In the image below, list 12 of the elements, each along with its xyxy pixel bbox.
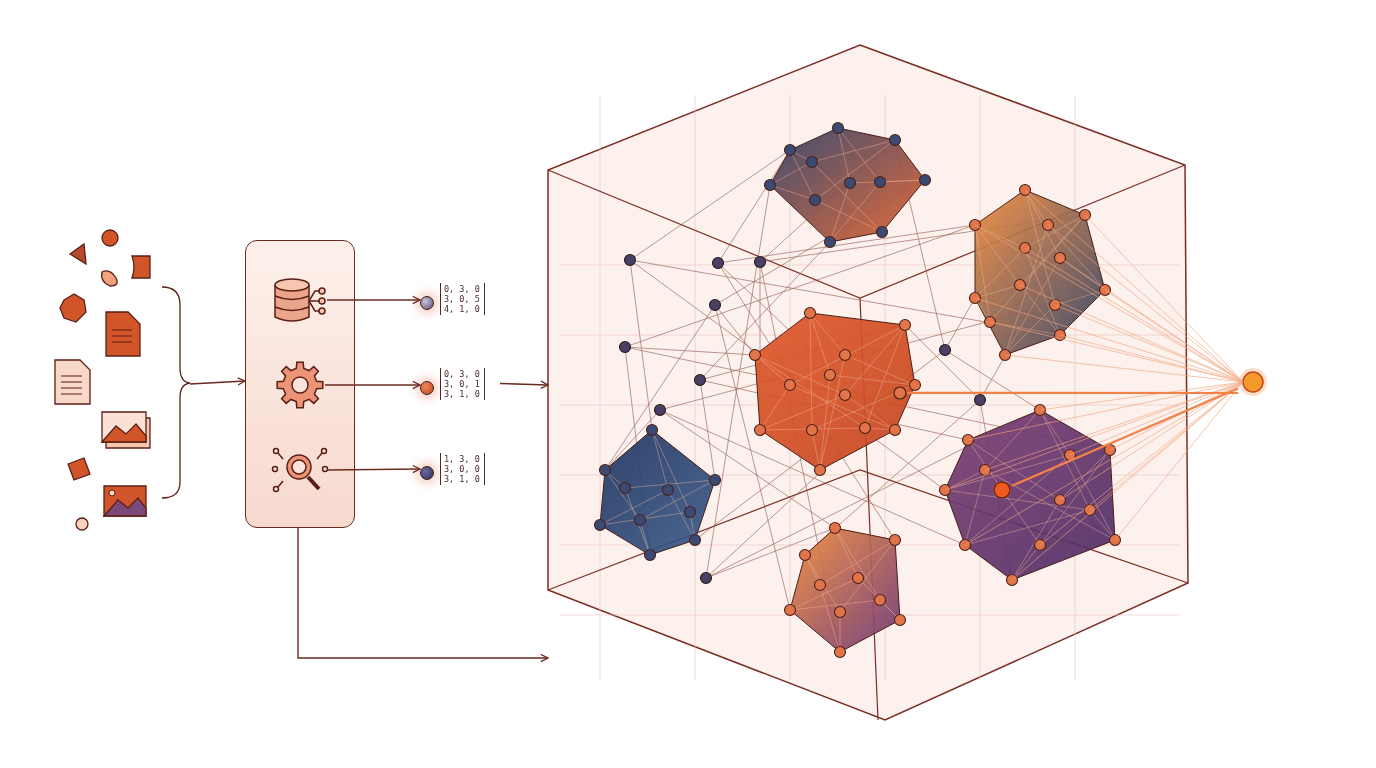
arrow: [297, 527, 549, 663]
arrow: [326, 295, 421, 305]
similarity-line: [1011, 387, 1239, 487]
vector-matrix: 1, 3, 0 3, 0, 0 3, 1, 0: [440, 453, 485, 485]
arrow: [326, 464, 421, 474]
vector-matrix: 0, 3, 0 3, 0, 5 4, 1, 0: [440, 283, 485, 315]
similarity-line: [907, 391, 1238, 395]
arrow: [499, 380, 549, 389]
process-panel: [245, 240, 355, 528]
arrow: [324, 380, 421, 390]
arrow: [189, 377, 246, 386]
vector-matrix: 0, 3, 0 3, 0, 1 3, 1, 0: [440, 368, 485, 400]
